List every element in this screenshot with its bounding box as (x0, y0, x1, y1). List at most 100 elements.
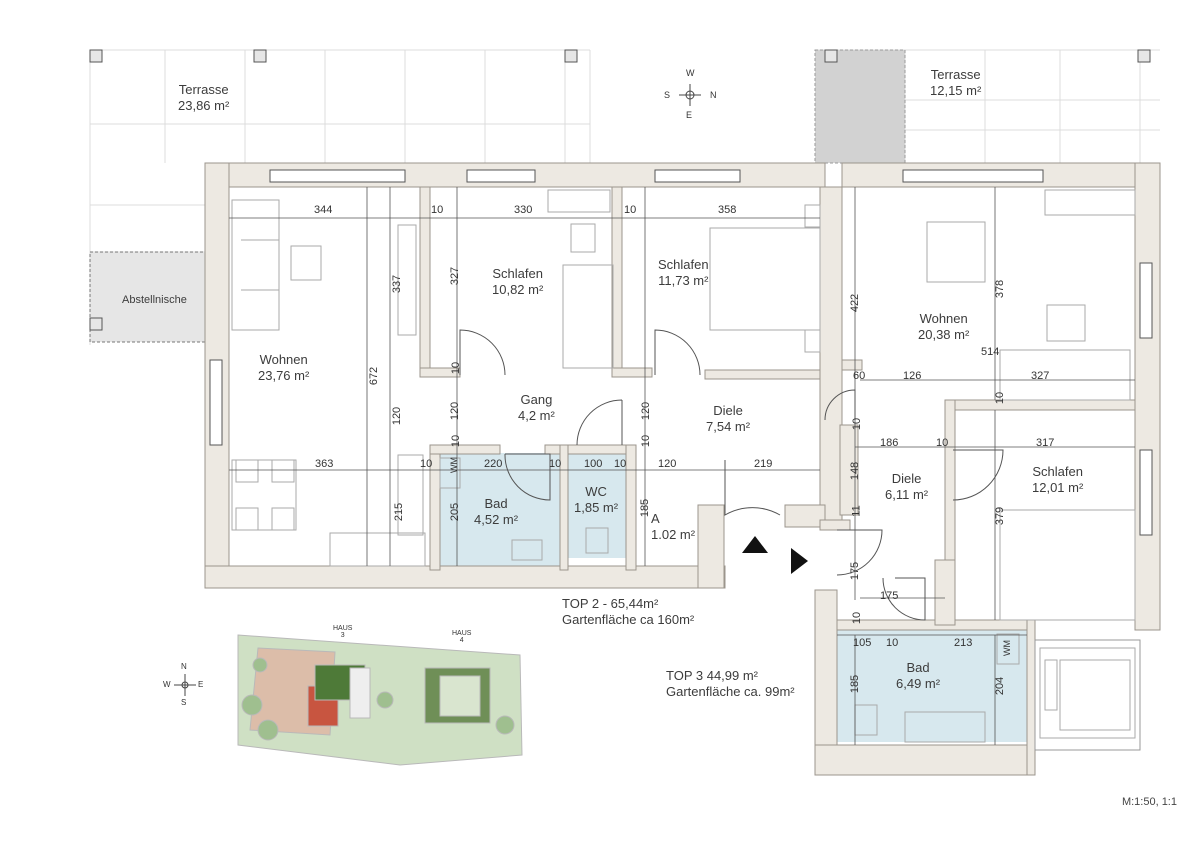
top2-info: TOP 2 - 65,44m² Gartenfläche ca 160m² (562, 596, 694, 628)
wm-label-left: WM (449, 457, 459, 473)
room-area: 4,2 m² (518, 408, 555, 423)
dim-175: 175 (880, 590, 899, 602)
room-name: Terrasse (930, 67, 981, 82)
dim-337: 337 (391, 274, 404, 294)
dim-422: 422 (849, 293, 862, 313)
room-name: Diele (891, 471, 922, 486)
dim-11: 11 (850, 505, 863, 517)
room-name: Terrasse (178, 82, 229, 97)
room-area: 10,82 m² (492, 282, 544, 297)
room-area: 6,11 m² (885, 487, 929, 502)
top2-title: TOP 2 - 65,44m² (562, 596, 659, 611)
dim-344: 344 (314, 204, 333, 216)
dim-379: 379 (994, 506, 1007, 526)
compass-main-n: N (710, 90, 717, 100)
dim-317: 317 (1036, 437, 1055, 449)
dim-10: 10 (851, 417, 864, 431)
room-area: 4,52 m² (474, 512, 519, 527)
wc-label: WC 1,85 m² (574, 484, 618, 516)
dim-10: 10 (936, 437, 949, 449)
entrance-arrow-top2 (742, 536, 768, 553)
compass-site-w: W (163, 680, 171, 689)
compass-main-e: E (686, 110, 693, 120)
dim-10: 10 (614, 458, 627, 470)
dim-363: 363 (315, 458, 334, 470)
room-area: 12,01 m² (1032, 480, 1084, 495)
room-area: 23,86 m² (178, 98, 230, 113)
room-name: Diele (713, 403, 743, 418)
doors (459, 329, 1004, 621)
site-plan (237, 634, 523, 766)
wohnen-right-label: Wohnen 20,38 m² (918, 311, 969, 343)
dim-186: 186 (880, 437, 899, 449)
room-area: 11,73 m² (658, 273, 709, 288)
terrace-posts (89, 49, 1151, 331)
wm-label-right: WM (1002, 640, 1012, 656)
room-name: Wohnen (259, 352, 308, 367)
furniture (231, 189, 1136, 743)
dim-204: 204 (994, 676, 1007, 696)
dim-672: 672 (368, 366, 381, 386)
dim-10: 10 (640, 434, 653, 448)
room-name: A (651, 511, 660, 526)
dim-215: 215 (393, 502, 406, 522)
top3-title: TOP 3 44,99 m² (666, 668, 759, 683)
room-name: Bad (906, 660, 930, 675)
dim-185: 185 (849, 674, 862, 694)
dim-120: 120 (640, 401, 653, 421)
terrace-right-dark-area (814, 49, 906, 164)
dim-220: 220 (484, 458, 503, 470)
room-name: Schlafen (492, 266, 543, 281)
bad-right-label: Bad 6,49 m² (896, 660, 940, 692)
dim-330: 330 (514, 204, 533, 216)
abstellnische-area (89, 251, 206, 343)
room-name: Wohnen (919, 311, 968, 326)
stair-box (1034, 639, 1141, 751)
compass-main-icon (679, 84, 701, 106)
dim-60: 60 (853, 370, 866, 382)
top2-garden: Gartenfläche ca 160m² (562, 612, 695, 627)
room-name: Gang (520, 392, 553, 407)
bad-left-label: Bad 4,52 m² (474, 496, 518, 528)
dim-10: 10 (450, 361, 463, 375)
dim-100: 100 (584, 458, 603, 470)
compass-site-icon (174, 674, 196, 696)
dim-213: 213 (954, 637, 973, 649)
dim-205: 205 (449, 502, 462, 522)
room-area: 23,76 m² (258, 368, 310, 383)
dim-10: 10 (450, 434, 463, 448)
dim-10: 10 (994, 391, 1007, 405)
scale-label: M:1:50, 1:1 (1121, 796, 1177, 808)
wc-fill (568, 453, 628, 558)
terrasse-left-label: Terrasse 23,86 m² (178, 82, 229, 114)
wohnen-left-label: Wohnen 23,76 m² (258, 352, 309, 384)
dim-10: 10 (431, 204, 444, 216)
dim-10: 10 (851, 611, 864, 625)
top3-garden: Gartenfläche ca. 99m² (666, 684, 795, 699)
abstellnische-label: Abstellnische (122, 292, 187, 308)
dim-148: 148 (849, 461, 862, 481)
room-name: WC (585, 484, 607, 499)
room-area: 7,54 m² (706, 419, 751, 434)
compass-site-n: N (181, 662, 187, 671)
bad-left-fill (437, 453, 562, 568)
room-name: Schlafen (658, 257, 709, 272)
dim-175: 175 (849, 561, 862, 581)
dim-120: 120 (449, 401, 462, 421)
dim-120: 120 (658, 458, 677, 470)
dim-10: 10 (624, 204, 637, 216)
room-name: Abstellnische (122, 294, 187, 306)
room-area: 1.02 m² (651, 527, 696, 542)
room-area: 20,38 m² (918, 327, 970, 342)
terrace-right-grid (815, 49, 1160, 163)
dim-327: 327 (1031, 370, 1050, 382)
site-haus-3-label: HAUS 3 (333, 625, 353, 639)
compass-site-s: S (181, 698, 187, 707)
schlafen-2-label: Schlafen 11,73 m² (658, 257, 709, 289)
compass-main-s: S (664, 90, 671, 100)
windows (209, 169, 1153, 536)
terrace-left-grid (89, 49, 591, 345)
dim-219: 219 (754, 458, 773, 470)
room-name: Bad (484, 496, 508, 511)
